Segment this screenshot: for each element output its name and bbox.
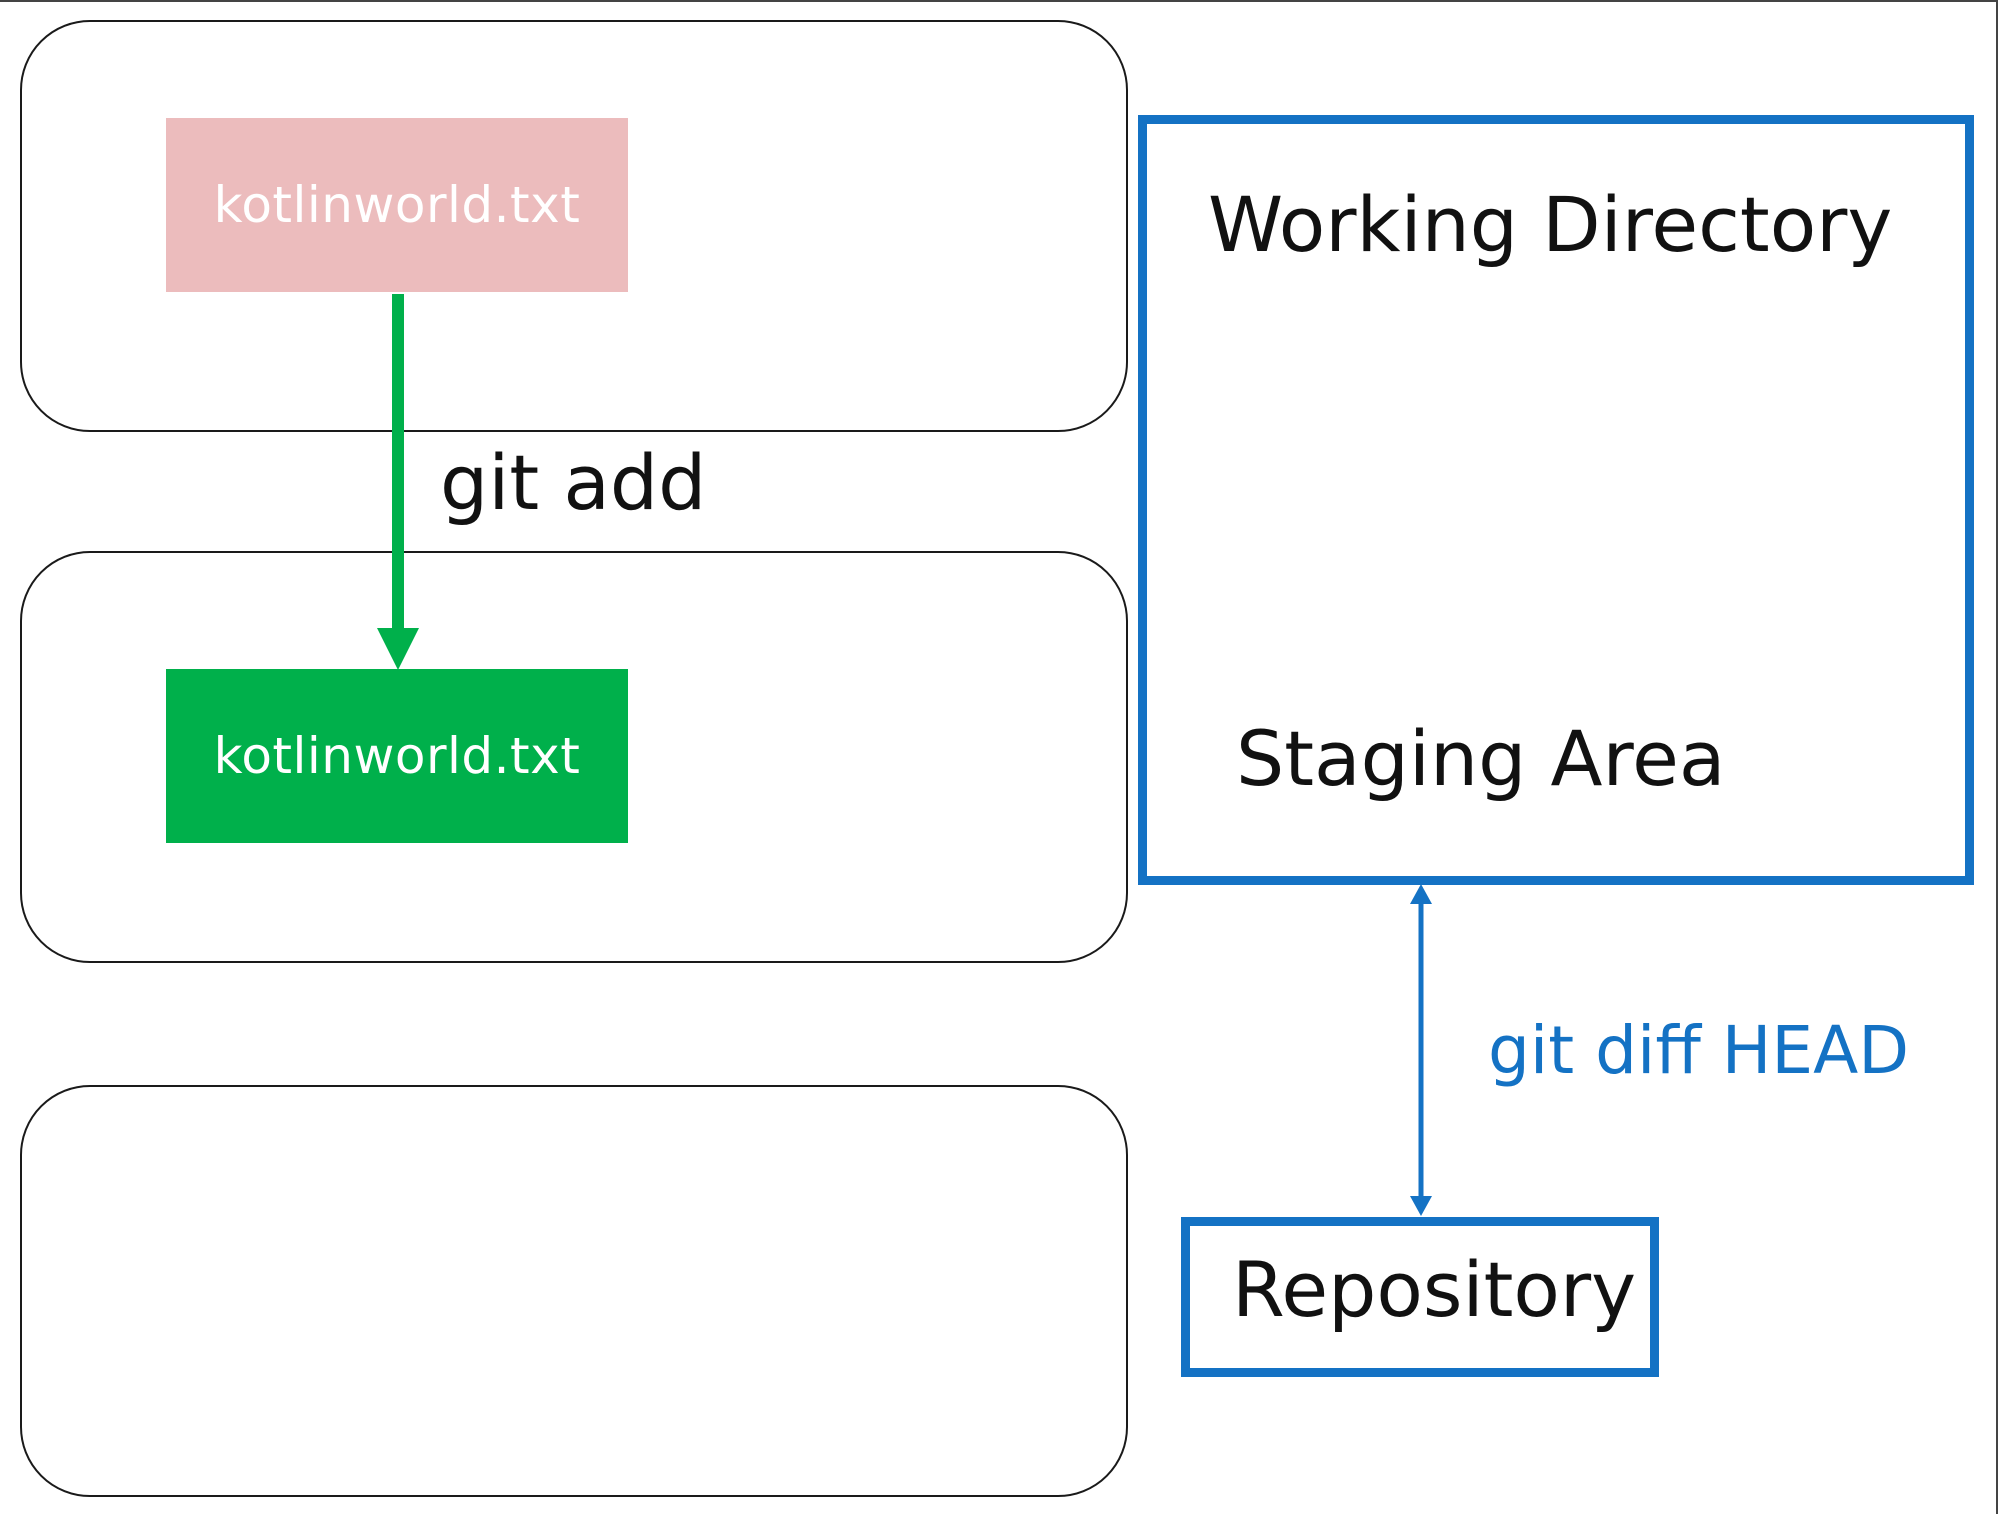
repository-zone — [20, 1085, 1128, 1497]
staged-file-box: kotlinworld.txt — [166, 669, 628, 843]
staging-area-label: Staging Area — [1236, 714, 1726, 803]
repository-highlight-box — [1181, 1217, 1659, 1377]
staged-file-label: kotlinworld.txt — [213, 727, 581, 785]
git-diff-head-label: git diff HEAD — [1488, 1012, 1910, 1089]
modified-file-box: kotlinworld.txt — [166, 118, 628, 292]
working-staging-highlight-box — [1138, 115, 1974, 885]
modified-file-label: kotlinworld.txt — [213, 176, 581, 234]
working-directory-label: Working Directory — [1208, 180, 1893, 269]
git-add-label: git add — [440, 438, 707, 527]
repository-label: Repository — [1232, 1245, 1637, 1334]
